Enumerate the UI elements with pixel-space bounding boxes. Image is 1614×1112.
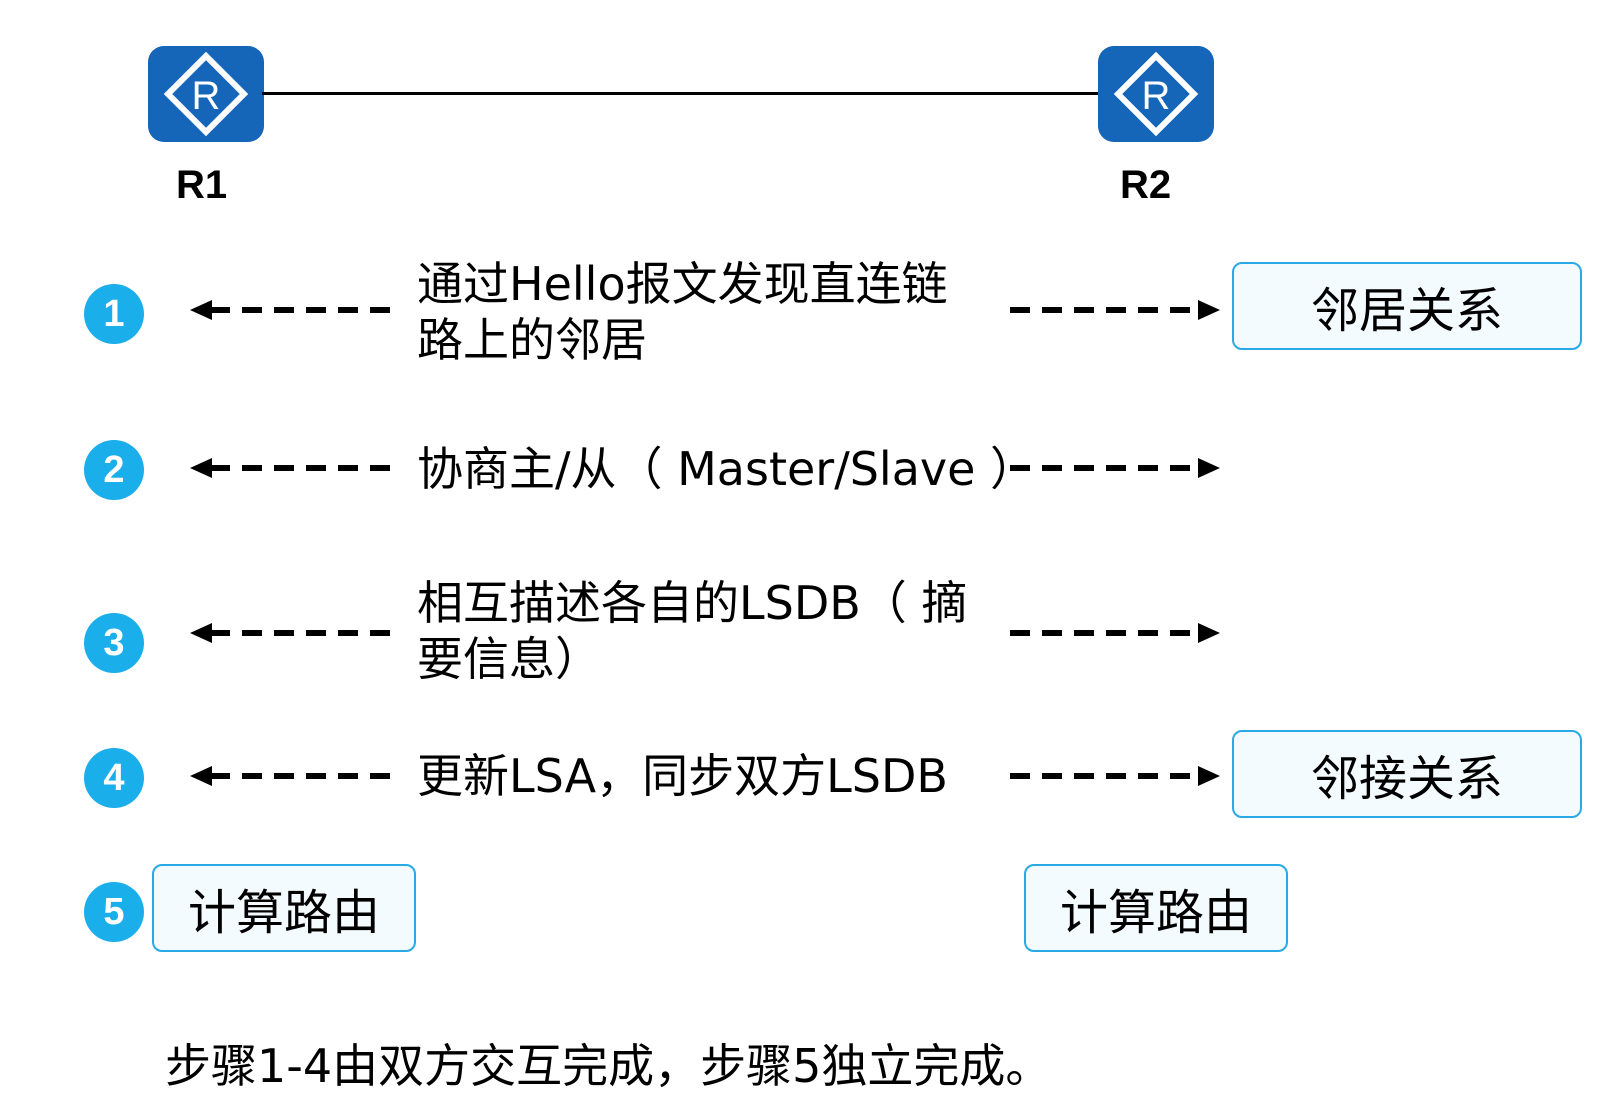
step-1-text: 通过Hello报文发现直连链 路上的邻居 xyxy=(417,256,948,368)
step-3-line-1: 相互描述各自的LSDB（ 摘 xyxy=(417,576,968,630)
step-2-line-1: 协商主/从（ Master/Slave ） xyxy=(417,442,1037,496)
step-1-line-2: 路上的邻居 xyxy=(417,313,647,367)
router-r2-label: R2 xyxy=(1120,163,1172,207)
step-number-5: 5 xyxy=(84,882,144,942)
step-4-line-1: 更新LSA，同步双方LSDB xyxy=(417,749,948,803)
step-1-line-1: 通过Hello报文发现直连链 xyxy=(417,257,948,311)
router-letter: R xyxy=(192,74,221,118)
step-3-line-2: 要信息） xyxy=(417,632,601,686)
step-3-text: 相互描述各自的LSDB（ 摘 要信息） xyxy=(417,575,967,687)
step-number-3: 3 xyxy=(84,613,144,673)
summary-text: 步骤1-4由双方交互完成，步骤5独立完成。 xyxy=(165,1039,1052,1093)
router-letter: R xyxy=(1142,74,1171,118)
left-arrow-icon xyxy=(190,458,400,478)
link-line xyxy=(262,92,1098,95)
step-4-text: 更新LSA，同步双方LSDB xyxy=(417,748,948,804)
router-r1-label: R1 xyxy=(176,163,228,207)
right-arrow-icon xyxy=(1010,766,1220,786)
step-2-text: 协商主/从（ Master/Slave ） xyxy=(417,441,1036,497)
step-number-2: 2 xyxy=(84,440,144,500)
router-r2-icon: R xyxy=(1098,46,1214,142)
left-arrow-icon xyxy=(190,300,400,320)
right-arrow-icon xyxy=(1010,623,1220,643)
adjacency-state-box: 邻接关系 xyxy=(1232,730,1582,818)
router-r1-icon: R xyxy=(148,46,264,142)
right-arrow-icon xyxy=(1010,300,1220,320)
left-arrow-icon xyxy=(190,766,400,786)
step-number-4: 4 xyxy=(84,748,144,808)
right-arrow-icon xyxy=(1010,458,1220,478)
neighbor-state-box: 邻居关系 xyxy=(1232,262,1582,350)
step-number-1: 1 xyxy=(84,284,144,344)
r2-compute-route-box: 计算路由 xyxy=(1024,864,1288,952)
left-arrow-icon xyxy=(190,623,400,643)
r1-compute-route-box: 计算路由 xyxy=(152,864,416,952)
